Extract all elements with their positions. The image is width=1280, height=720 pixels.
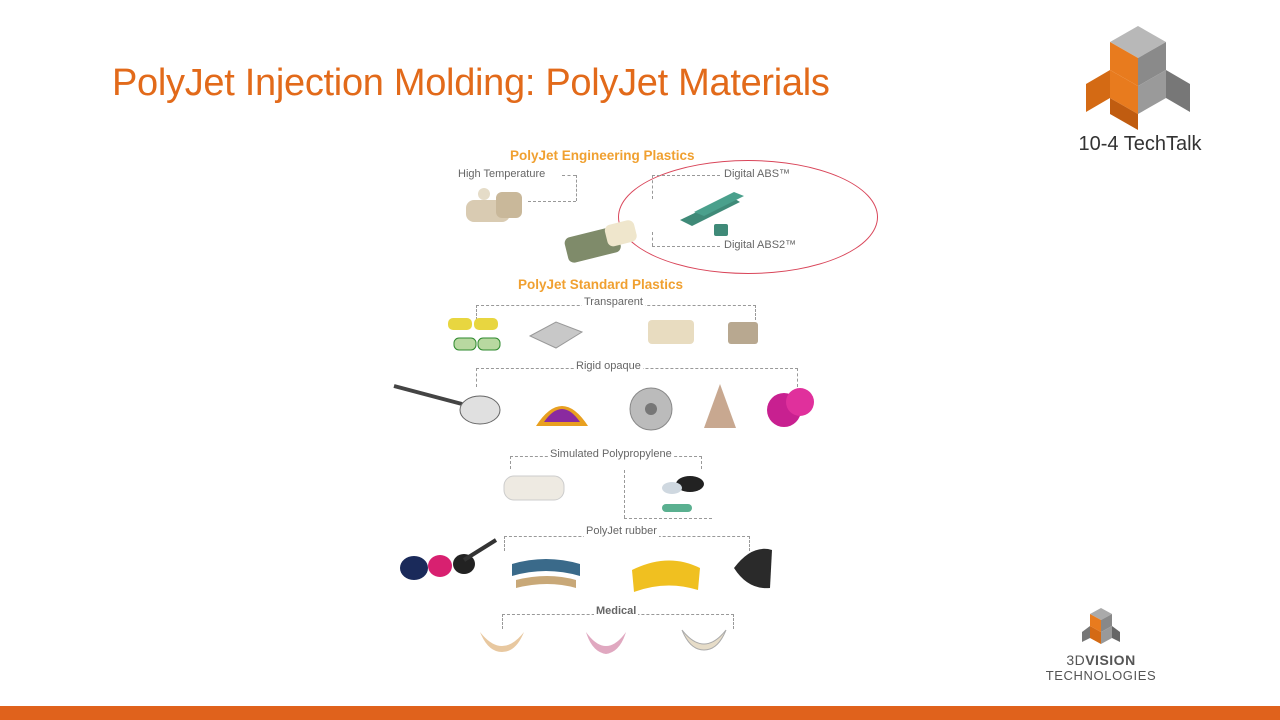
techtalk-cube-logo: [1086, 26, 1190, 130]
connector: [652, 175, 653, 199]
3dvision-cube-logo: [1082, 608, 1120, 644]
footer-brand-line1: 3DVISION: [1066, 652, 1136, 668]
slide-title: PolyJet Injection Molding: PolyJet Mater…: [112, 62, 830, 104]
digital-abs-label: Digital ABS™: [722, 168, 793, 180]
rigid-opaque-label: Rigid opaque: [574, 360, 643, 372]
yellow-rubber-image: [632, 560, 700, 592]
gear-parts-image: [728, 322, 758, 344]
transparent-label: Transparent: [582, 296, 645, 308]
helmet-image: [536, 406, 588, 426]
connector: [624, 470, 625, 518]
guitar-image: [393, 384, 501, 425]
highlight-circle: [618, 160, 878, 274]
medical-label: Medical: [594, 605, 639, 617]
bottom-accent-bar: [0, 706, 1280, 720]
mesh-plate-image: [528, 321, 584, 349]
connector: [528, 201, 576, 202]
connector: [624, 518, 712, 519]
clip-part-image: [503, 475, 565, 501]
clear-block-image: [648, 320, 694, 344]
black-rubber-part-image: [734, 548, 772, 589]
rubber-bracket: [504, 536, 750, 551]
gum-model-image: [586, 632, 626, 654]
high-temp-part-image: [466, 188, 522, 222]
engineering-plastics-header: PolyJet Engineering Plastics: [510, 148, 695, 163]
standard-plastics-header: PolyJet Standard Plastics: [518, 277, 684, 292]
dental-model-image: [480, 632, 524, 652]
case-parts-image: [662, 476, 704, 512]
high-temperature-label: High Temperature: [456, 168, 548, 180]
rubber-brushes-image: [400, 538, 498, 580]
grey-cylinder-part-image: [564, 220, 637, 263]
simulated-polypropylene-label: Simulated Polypropylene: [548, 448, 674, 460]
brand-name: 10-4 TechTalk: [1078, 133, 1202, 155]
wheel-rim-image: [629, 387, 673, 431]
connector: [562, 175, 576, 176]
rubber-tube-image: [512, 559, 580, 588]
connector: [652, 246, 720, 247]
digital-abs-parts-image: [680, 192, 744, 236]
teeth-model-image: [681, 629, 727, 651]
magenta-part-image: [767, 388, 814, 427]
safety-glasses-image: [448, 318, 501, 351]
connector: [652, 232, 653, 246]
polyjet-rubber-label: PolyJet rubber: [584, 525, 659, 537]
connector: [576, 175, 577, 201]
connector: [652, 175, 720, 176]
digital-abs2-label: Digital ABS2™: [722, 239, 799, 251]
materials-diagram: PolyJet Engineering Plastics High Temper…: [380, 140, 840, 670]
lamp-image: [704, 384, 736, 428]
footer-brand-line2: TECHNOLOGIES: [1045, 668, 1157, 683]
